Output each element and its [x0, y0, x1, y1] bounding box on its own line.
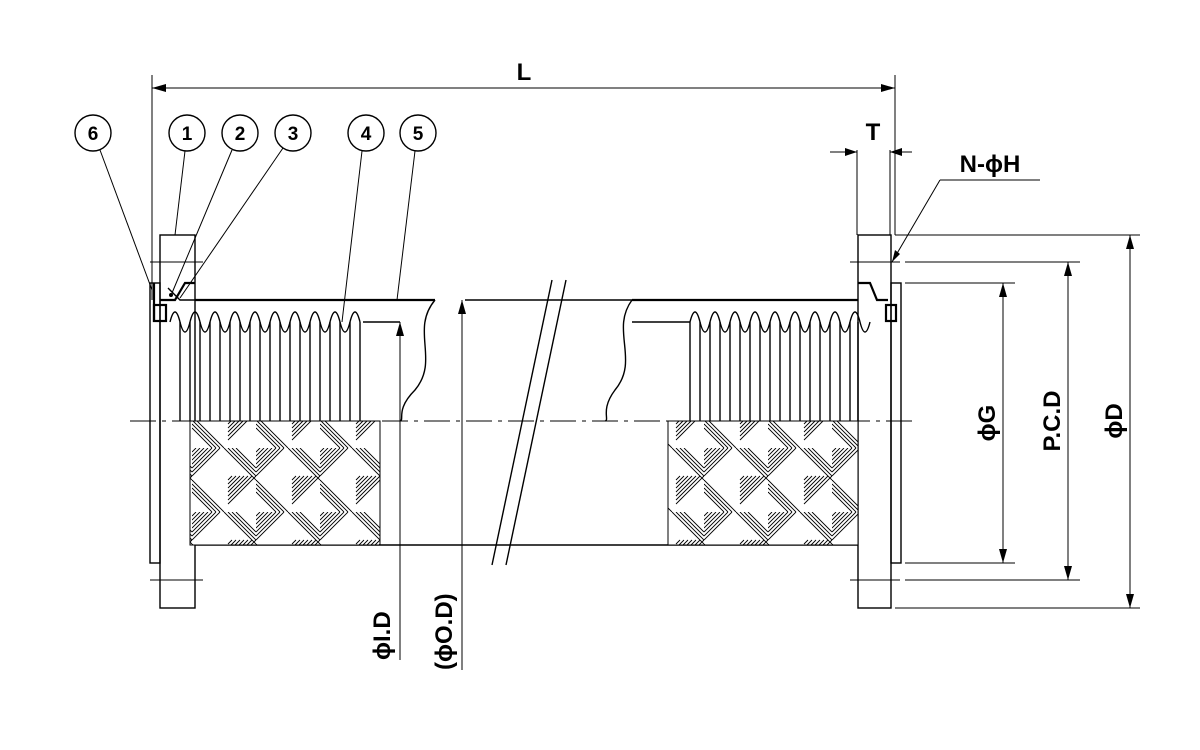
- pcd-label: P.C.D: [1039, 391, 1066, 452]
- svg-text:1: 1: [182, 124, 193, 145]
- bellows-left: [169, 311, 361, 421]
- right-collar: [858, 281, 898, 323]
- dia-g-dimension: ϕG: [905, 282, 1015, 564]
- dia-d-dimension: ϕD: [895, 234, 1140, 609]
- outer-dia-label: (ϕO.D): [431, 593, 458, 670]
- svg-text:5: 5: [413, 124, 424, 145]
- inner-dia-dimension: ϕI.D: [369, 322, 404, 660]
- dia-d-label: ϕD: [1101, 403, 1128, 438]
- thickness-dimension: T: [830, 119, 912, 235]
- inner-dia-label: ϕI.D: [369, 611, 396, 660]
- svg-text:6: 6: [88, 124, 99, 145]
- left-flange: [149, 234, 203, 609]
- pcd-dimension: P.C.D: [905, 261, 1080, 581]
- balloon-4: 4: [341, 114, 385, 323]
- bolt-hole-callout: N-ϕH: [891, 151, 1040, 263]
- braid-right: [667, 420, 859, 546]
- balloon-5: 5: [396, 114, 437, 301]
- thickness-label: T: [866, 119, 881, 146]
- break-line-left: [399, 299, 436, 422]
- length-label: L: [517, 59, 532, 86]
- balloon-2: 2: [171, 114, 259, 294]
- outer-dia-dimension: (ϕO.D): [431, 300, 466, 670]
- balloon-3: 3: [179, 114, 312, 299]
- braid-left: [189, 420, 381, 546]
- svg-text:2: 2: [235, 124, 246, 145]
- break-symbol: [491, 279, 567, 566]
- svg-text:4: 4: [361, 124, 372, 145]
- break-line-right: [604, 299, 633, 422]
- balloon-6: 6: [74, 114, 153, 291]
- length-dimension: L: [151, 59, 896, 300]
- balloon-1: 1: [168, 114, 206, 236]
- bolt-hole-label: N-ϕH: [960, 151, 1021, 178]
- dia-g-label: ϕG: [974, 405, 1001, 442]
- svg-text:3: 3: [288, 124, 299, 145]
- bellows-right: [689, 311, 871, 421]
